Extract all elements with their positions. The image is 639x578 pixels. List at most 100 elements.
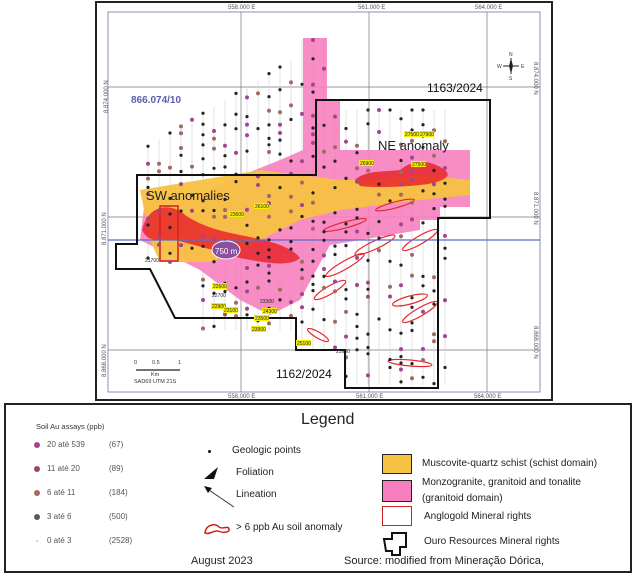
soil-sample-point xyxy=(355,216,359,220)
soil-sample-point xyxy=(234,127,238,131)
sample-label: 25900 xyxy=(336,349,350,355)
soil-sample-point xyxy=(399,331,403,335)
soil-sample-point xyxy=(311,90,315,94)
soil-sample-point xyxy=(245,95,249,100)
soil-sample-point xyxy=(278,110,282,115)
soil-sample-point xyxy=(311,259,315,263)
soil-sample-point xyxy=(366,345,370,350)
soil-sample-point xyxy=(355,348,359,352)
scale-tick: 0.5 xyxy=(152,360,160,366)
scale-unit: Km xyxy=(151,372,160,378)
soil-sample-point xyxy=(388,259,392,263)
grid-label-east: 564,000 E xyxy=(474,394,501,400)
soil-class-count: (89) xyxy=(109,464,124,473)
soil-sample-point xyxy=(201,326,205,331)
north-arrow: N S E W xyxy=(497,52,525,82)
soil-sample-point xyxy=(355,283,359,287)
soil-sample-point xyxy=(443,256,447,260)
soil-sample-point xyxy=(289,226,293,230)
soil-class-count: (2528) xyxy=(109,536,133,545)
sample-label: 27500 xyxy=(412,162,426,168)
soil-sample-point xyxy=(201,111,205,115)
datum-label: SAD69 UTM 21S xyxy=(134,379,177,385)
soil-sample-point xyxy=(366,294,370,299)
soil-sample-point xyxy=(201,157,205,161)
soil-sample-point xyxy=(311,274,315,278)
soil-sample-point xyxy=(443,204,447,208)
soil-sample-point xyxy=(267,72,271,76)
soil-sample-point xyxy=(190,193,194,197)
soil-sample-point xyxy=(399,234,403,239)
soil-sample-point xyxy=(355,151,359,155)
soil-sample-point xyxy=(223,312,227,317)
soil-sample-point xyxy=(267,136,271,140)
soil-sample-point xyxy=(388,365,392,370)
soil-sample-point xyxy=(333,186,337,190)
soil-sample-point xyxy=(267,238,271,242)
east-label: E xyxy=(521,64,525,70)
soil-class-count: (67) xyxy=(109,440,124,449)
soil-sample-point xyxy=(278,298,282,302)
grid-label-north: 8.868.000 N xyxy=(532,326,538,359)
soil-sample-point xyxy=(278,138,282,142)
soil-sample-point xyxy=(311,57,315,61)
soil-sample-point xyxy=(399,192,403,197)
soil-sample-point xyxy=(300,203,304,208)
ne-anomaly-label: NE anomaly xyxy=(378,138,449,153)
soil-sample-point xyxy=(300,111,304,116)
schist-swatch xyxy=(382,454,412,474)
soil-sample-point xyxy=(245,149,249,153)
soil-sample-point xyxy=(212,129,216,133)
soil-sample-point xyxy=(410,273,414,278)
soil-sample-point xyxy=(212,136,216,141)
soil-sample-point xyxy=(157,242,161,247)
soil-sample-point xyxy=(432,289,436,293)
soil-sample-point xyxy=(355,336,359,340)
soil-sample-point xyxy=(443,197,447,201)
soil-sample-point xyxy=(146,256,150,260)
distance-marker xyxy=(211,240,241,260)
soil-sample-point xyxy=(168,165,172,170)
soil-sample-point xyxy=(333,289,337,294)
soil-class-row: 6 até 11(184) xyxy=(34,488,128,497)
soil-sample-point xyxy=(388,328,392,332)
soil-sample-point xyxy=(245,266,249,270)
soil-sample-point xyxy=(322,149,326,154)
soil-sample-point xyxy=(399,283,403,288)
soil-sample-point xyxy=(355,255,359,260)
soil-sample-point xyxy=(245,241,249,246)
soil-class-dot-icon xyxy=(34,465,40,472)
soil-sample-point xyxy=(344,297,348,301)
sample-label-highlight xyxy=(254,315,269,321)
soil-sample-point xyxy=(322,230,326,234)
soil-sample-point xyxy=(179,243,183,248)
soil-sample-point xyxy=(300,82,304,86)
sample-label: 25100 xyxy=(297,341,311,347)
soil-sample-point xyxy=(245,313,249,317)
soil-sample-point xyxy=(278,152,282,156)
soil-sample-point xyxy=(410,252,414,257)
soil-class-row: 20 até 539(67) xyxy=(34,440,123,449)
soil-sample-point xyxy=(311,126,315,130)
soil-sample-point xyxy=(289,103,293,108)
soil-sample-point xyxy=(432,339,436,344)
soil-sample-point xyxy=(432,182,436,187)
soil-sample-point xyxy=(443,166,447,170)
soil-sample-point xyxy=(190,164,194,169)
soil-class-dot-icon xyxy=(34,513,40,520)
north-label: N xyxy=(509,52,513,58)
soil-sample-point xyxy=(168,225,172,230)
soil-sample-point xyxy=(267,248,271,252)
sample-label-highlight xyxy=(419,131,434,137)
soil-sample-point xyxy=(201,209,205,213)
soil-sample-point xyxy=(333,345,337,350)
soil-class-range: 0 até 3 xyxy=(47,536,72,545)
soil-sample-point xyxy=(256,263,260,267)
soil-sample-point xyxy=(432,382,436,386)
soil-sample-point xyxy=(432,168,436,173)
legend-anglogold: Anglogold Mineral rights xyxy=(424,511,532,522)
soil-sample-point xyxy=(289,194,293,199)
soil-sample-point xyxy=(399,367,403,372)
soil-sample-point xyxy=(377,108,381,112)
soil-sample-point xyxy=(355,229,359,234)
